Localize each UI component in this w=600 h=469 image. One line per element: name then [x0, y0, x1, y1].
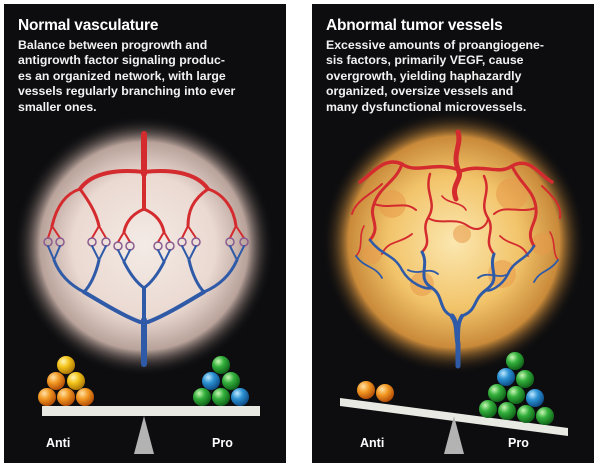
pro-factor-balls [193, 356, 249, 406]
normal-vasculature-panel: Normal vasculature Balance between progr… [4, 4, 286, 463]
normal-vasculature-illustration [14, 116, 274, 454]
venous-tree [47, 245, 245, 367]
tumor-vessels-description: Excessive amounts of proangiogene- sis f… [326, 38, 544, 114]
tumor-vessels-illustration [322, 110, 586, 454]
arterial-tree [47, 131, 245, 243]
balance-beam [42, 406, 260, 416]
tumor-anti-factor-balls [357, 381, 394, 402]
fulcrum [134, 416, 154, 454]
tumor-tissue-texture [362, 178, 553, 296]
tissue-background-circle [14, 116, 274, 376]
tumor-arterial-network [351, 129, 562, 261]
tumor-vessels-title: Abnormal tumor vessels [326, 17, 503, 34]
tumor-venous-network [355, 238, 559, 369]
tumor-anti-label: Anti [360, 436, 385, 450]
normal-pro-label: Pro [212, 436, 233, 450]
tumor-fulcrum [444, 416, 464, 454]
tumor-pro-factor-balls [479, 352, 554, 425]
tumor-vessels-panel: Abnormal tumor vessels Excessive amounts… [312, 4, 594, 463]
normal-vasculature-title: Normal vasculature [18, 17, 159, 34]
tumor-tissue-background-circle [322, 110, 586, 374]
anti-factor-balls [38, 356, 94, 406]
normal-vasculature-description: Balance between progrowth and antigrowth… [18, 38, 236, 114]
tumor-pro-label: Pro [508, 436, 529, 450]
normal-anti-label: Anti [46, 436, 71, 450]
